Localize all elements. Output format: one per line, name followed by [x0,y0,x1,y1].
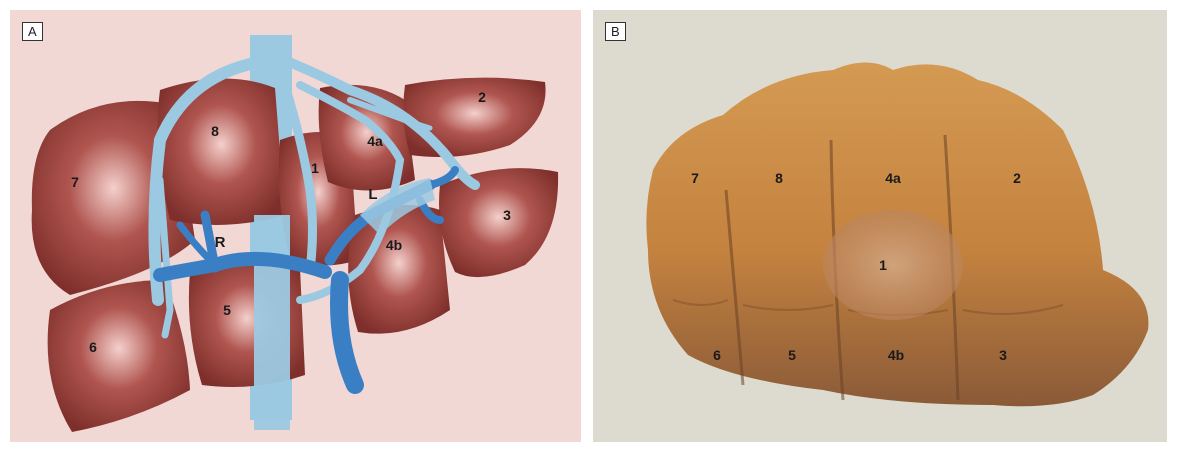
segment-label-4a: 4a [885,170,901,186]
liver-illustration: 1 2 3 4a 4b 5 6 7 8 R L [10,10,581,442]
segment-label-1: 1 [311,160,319,176]
segment-label-7: 7 [71,174,79,190]
right-portal-label: R [215,234,226,251]
panel-a-tag: A [22,22,43,41]
segment-label-2: 2 [1013,170,1021,186]
segment-label-4b: 4b [888,347,904,363]
liver-segments-panel: 1 2 3 4a 4b 5 6 7 8 R L A [10,10,581,442]
segment-label-4b: 4b [386,237,402,253]
segment-label-5: 5 [788,347,796,363]
segment-label-7: 7 [691,170,699,186]
segment-label-1: 1 [879,257,887,273]
segment-label-3: 3 [999,347,1007,363]
segment-label-6: 6 [89,339,97,355]
segment-label-6: 6 [713,347,721,363]
fist-illustration: 1 2 3 4a 4b 5 6 7 8 [593,10,1167,442]
thumb-overlay [823,210,963,320]
segment-label-5: 5 [223,302,231,318]
segment-label-8: 8 [211,123,219,139]
segment-label-8: 8 [775,170,783,186]
ivc-front [254,215,290,430]
segment-2-lobe [403,78,545,157]
segment-label-3: 3 [503,207,511,223]
segment-8-lobe [158,78,285,224]
segment-label-2: 2 [478,89,486,105]
fist-analogy-panel: 1 2 3 4a 4b 5 6 7 8 B [593,10,1167,442]
segment-label-4a: 4a [367,133,383,149]
panel-b-tag: B [605,22,626,41]
left-portal-label: L [368,186,377,203]
segment-3-lobe [439,168,558,277]
